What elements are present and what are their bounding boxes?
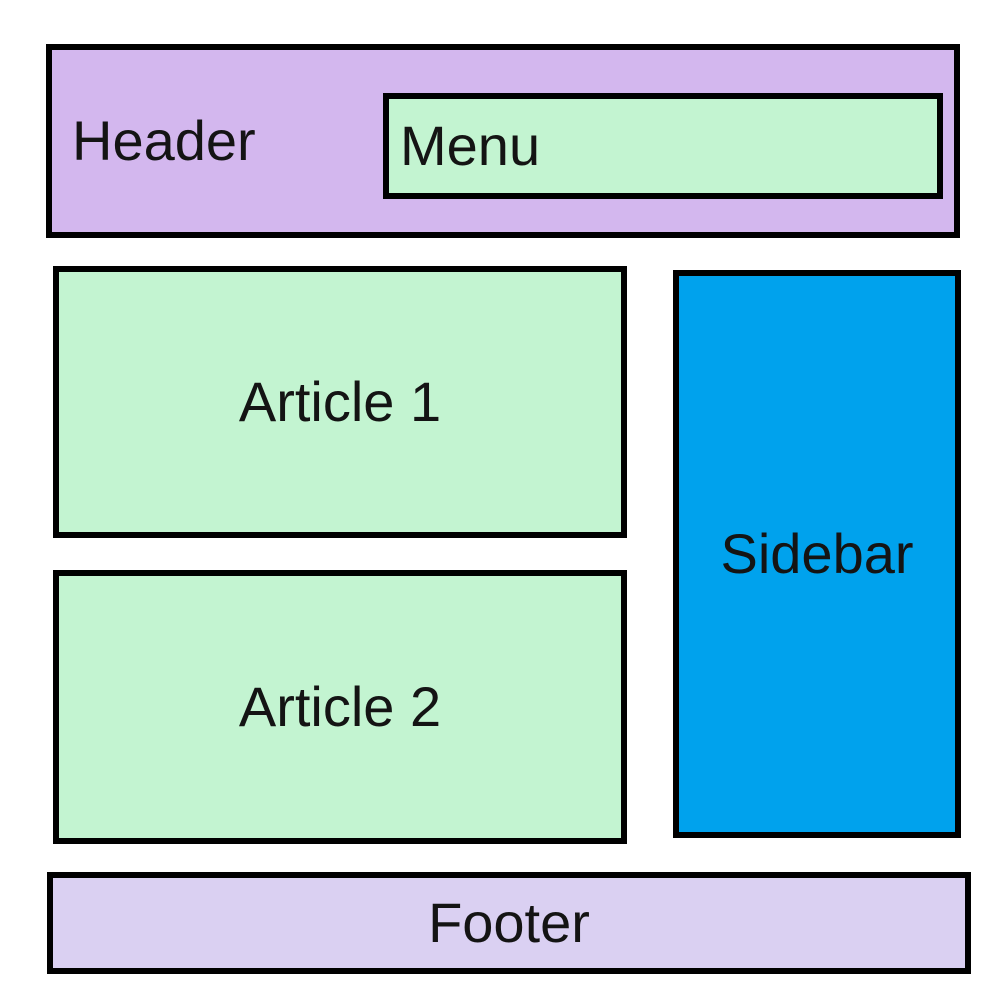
menu-region: Menu [383,93,943,199]
article-1-label: Article 1 [238,370,442,433]
article-2-label: Article 2 [238,675,442,738]
header-label: Header [72,109,256,172]
sidebar-label: Sidebar [720,522,914,585]
article-2-region: Article 2 [53,570,627,844]
sidebar-region: Sidebar [673,270,961,838]
article-1-region: Article 1 [53,266,627,538]
menu-label: Menu [400,114,541,177]
footer-label: Footer [428,891,590,954]
footer-region: Footer [47,872,971,974]
